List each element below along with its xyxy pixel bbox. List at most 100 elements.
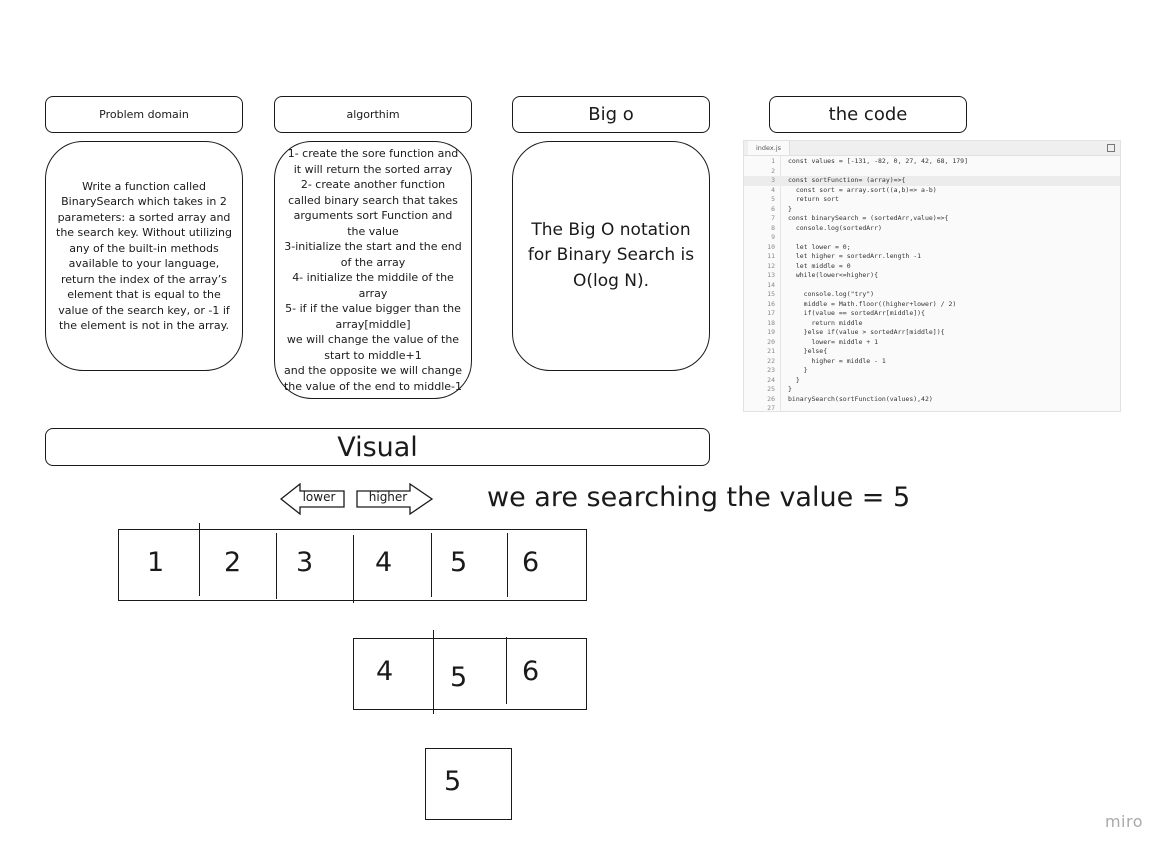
code-line-number: 14 <box>767 280 775 289</box>
array-cell-value: 4 <box>376 656 394 687</box>
code-line: 14 <box>744 281 1120 291</box>
algorithm-card[interactable]: 1- create the sore function and it will … <box>274 141 472 399</box>
code-line: 24 } <box>744 376 1120 386</box>
algorithm-header[interactable]: algorthim <box>274 96 472 133</box>
lower-arrow-icon <box>280 483 345 515</box>
search-value-text: we are searching the value = 5 <box>487 482 911 513</box>
code-line: 9 <box>744 233 1120 243</box>
array-cell-value: 3 <box>296 547 314 578</box>
code-line: 21 }else{ <box>744 347 1120 357</box>
algorithm-step: and the opposite we will change the valu… <box>283 364 463 393</box>
code-line: 18 return middle <box>744 319 1120 329</box>
code-line-text: while(lower<=higher){ <box>788 271 879 279</box>
code-line-number: 19 <box>767 328 775 336</box>
array-cell-value: 6 <box>522 656 540 687</box>
algorithm-step: 3-initialize the start and the end of th… <box>284 240 462 269</box>
problem-domain-header-label: Problem domain <box>99 108 189 121</box>
code-line-text: }else{ <box>788 347 828 355</box>
array-cell-value: 2 <box>224 547 242 578</box>
code-line-number: 11 <box>767 252 775 260</box>
big-o-card[interactable]: The Big O notation for Binary Search is … <box>512 141 710 371</box>
code-line-number: 25 <box>767 385 775 393</box>
array-row-full[interactable] <box>118 529 587 601</box>
array-cell-value: 6 <box>522 547 540 578</box>
miro-watermark: miro <box>1104 812 1143 831</box>
code-line-number: 16 <box>767 299 775 308</box>
code-line-number: 10 <box>767 242 775 251</box>
code-line-number: 22 <box>767 356 775 365</box>
algorithm-steps: 1- create the sore function and it will … <box>275 146 471 394</box>
algorithm-step: 5- if if the value bigger than the array… <box>285 302 461 331</box>
cell-divider <box>276 533 277 599</box>
code-line-text: } <box>788 204 792 213</box>
problem-domain-card[interactable]: Write a function called BinarySearch whi… <box>45 141 243 371</box>
code-line-number: 7 <box>771 214 775 222</box>
code-line: 2 <box>744 167 1120 177</box>
array-cell-value: 1 <box>147 547 165 578</box>
big-o-header[interactable]: Big o <box>512 96 710 133</box>
the-code-header[interactable]: the code <box>769 96 967 133</box>
code-line: 10 let lower = 0; <box>744 243 1120 253</box>
code-line-number: 4 <box>771 185 775 194</box>
code-line-text: higher = middle - 1 <box>788 356 886 365</box>
code-line-text: if(value == sortedArr[middle]){ <box>788 309 925 317</box>
code-line-number: 17 <box>767 309 775 317</box>
higher-label: higher <box>368 490 408 504</box>
array-cell-value: 5 <box>450 547 468 578</box>
code-line-number: 18 <box>767 318 775 327</box>
code-line: 22 higher = middle - 1 <box>744 357 1120 367</box>
the-code-header-label: the code <box>828 104 908 125</box>
code-line-number: 27 <box>767 404 775 412</box>
code-line-text: lower= middle + 1 <box>788 337 879 346</box>
problem-domain-header[interactable]: Problem domain <box>45 96 243 133</box>
visual-header[interactable]: Visual <box>45 428 710 466</box>
code-line-text: let lower = 0; <box>788 242 851 251</box>
array-cell-value: 5 <box>444 766 462 797</box>
code-line-number: 8 <box>771 223 775 232</box>
code-tab-index-js[interactable]: index.js <box>748 141 791 155</box>
code-line-number: 12 <box>767 261 775 270</box>
big-o-text: The Big O notation for Binary Search is … <box>527 219 695 291</box>
cell-divider <box>353 535 354 603</box>
code-line-text: const binarySearch = (sortedArr,value)=>… <box>788 214 949 222</box>
algorithm-step: 1- create the sore function and it will … <box>287 147 459 176</box>
code-line-text: let higher = sortedArr.length -1 <box>788 252 922 260</box>
menu-icon[interactable] <box>1107 144 1115 152</box>
algorithm-step: 2- create another function called binary… <box>288 178 458 238</box>
code-screenshot[interactable]: index.js 1 const values = [-131, -82, 0, … <box>743 140 1121 412</box>
code-line-text: let middle = 0 <box>788 261 851 270</box>
code-line: 7 const binarySearch = (sortedArr,value)=… <box>744 214 1120 224</box>
code-line-text: } <box>788 385 792 393</box>
code-line-number: 26 <box>767 394 775 403</box>
array-row-found[interactable] <box>425 748 512 820</box>
code-line-number: 15 <box>767 290 775 298</box>
code-line-text: middle = Math.floor((higher+lower) / 2) <box>788 299 957 308</box>
array-row-half[interactable] <box>353 638 587 710</box>
code-line-number: 1 <box>771 157 775 165</box>
code-line-text: const sort = array.sort((a,b)=> a-b) <box>788 185 937 194</box>
code-line-number: 20 <box>767 337 775 346</box>
code-line-text: return middle <box>788 318 863 327</box>
code-gutter-divider <box>780 155 781 411</box>
problem-domain-text: Write a function called BinarySearch whi… <box>56 179 232 333</box>
code-line-text: const values = [-131, -82, 0, 27, 42, 68… <box>788 157 969 165</box>
code-line-number: 9 <box>771 233 775 241</box>
visual-header-label: Visual <box>337 431 418 463</box>
code-line: 16 middle = Math.floor((higher+lower) / … <box>744 300 1120 310</box>
code-line-number: 2 <box>771 166 775 175</box>
code-line-text: console.log(sortedArr) <box>788 223 882 232</box>
lower-label: lower <box>302 490 336 504</box>
code-line-number: 6 <box>771 204 775 213</box>
code-line-number: 24 <box>767 375 775 384</box>
code-line: 6} <box>744 205 1120 215</box>
code-tab-bar: index.js <box>744 141 1120 156</box>
code-line: 20 lower= middle + 1 <box>744 338 1120 348</box>
code-line: 11 let higher = sortedArr.length -1 <box>744 252 1120 262</box>
code-line-text: return sort <box>788 195 839 203</box>
cell-divider <box>507 533 508 597</box>
code-line-text: } <box>788 375 800 384</box>
code-line-number: 5 <box>771 195 775 203</box>
code-line: 5 return sort <box>744 195 1120 205</box>
cell-divider <box>431 533 432 597</box>
